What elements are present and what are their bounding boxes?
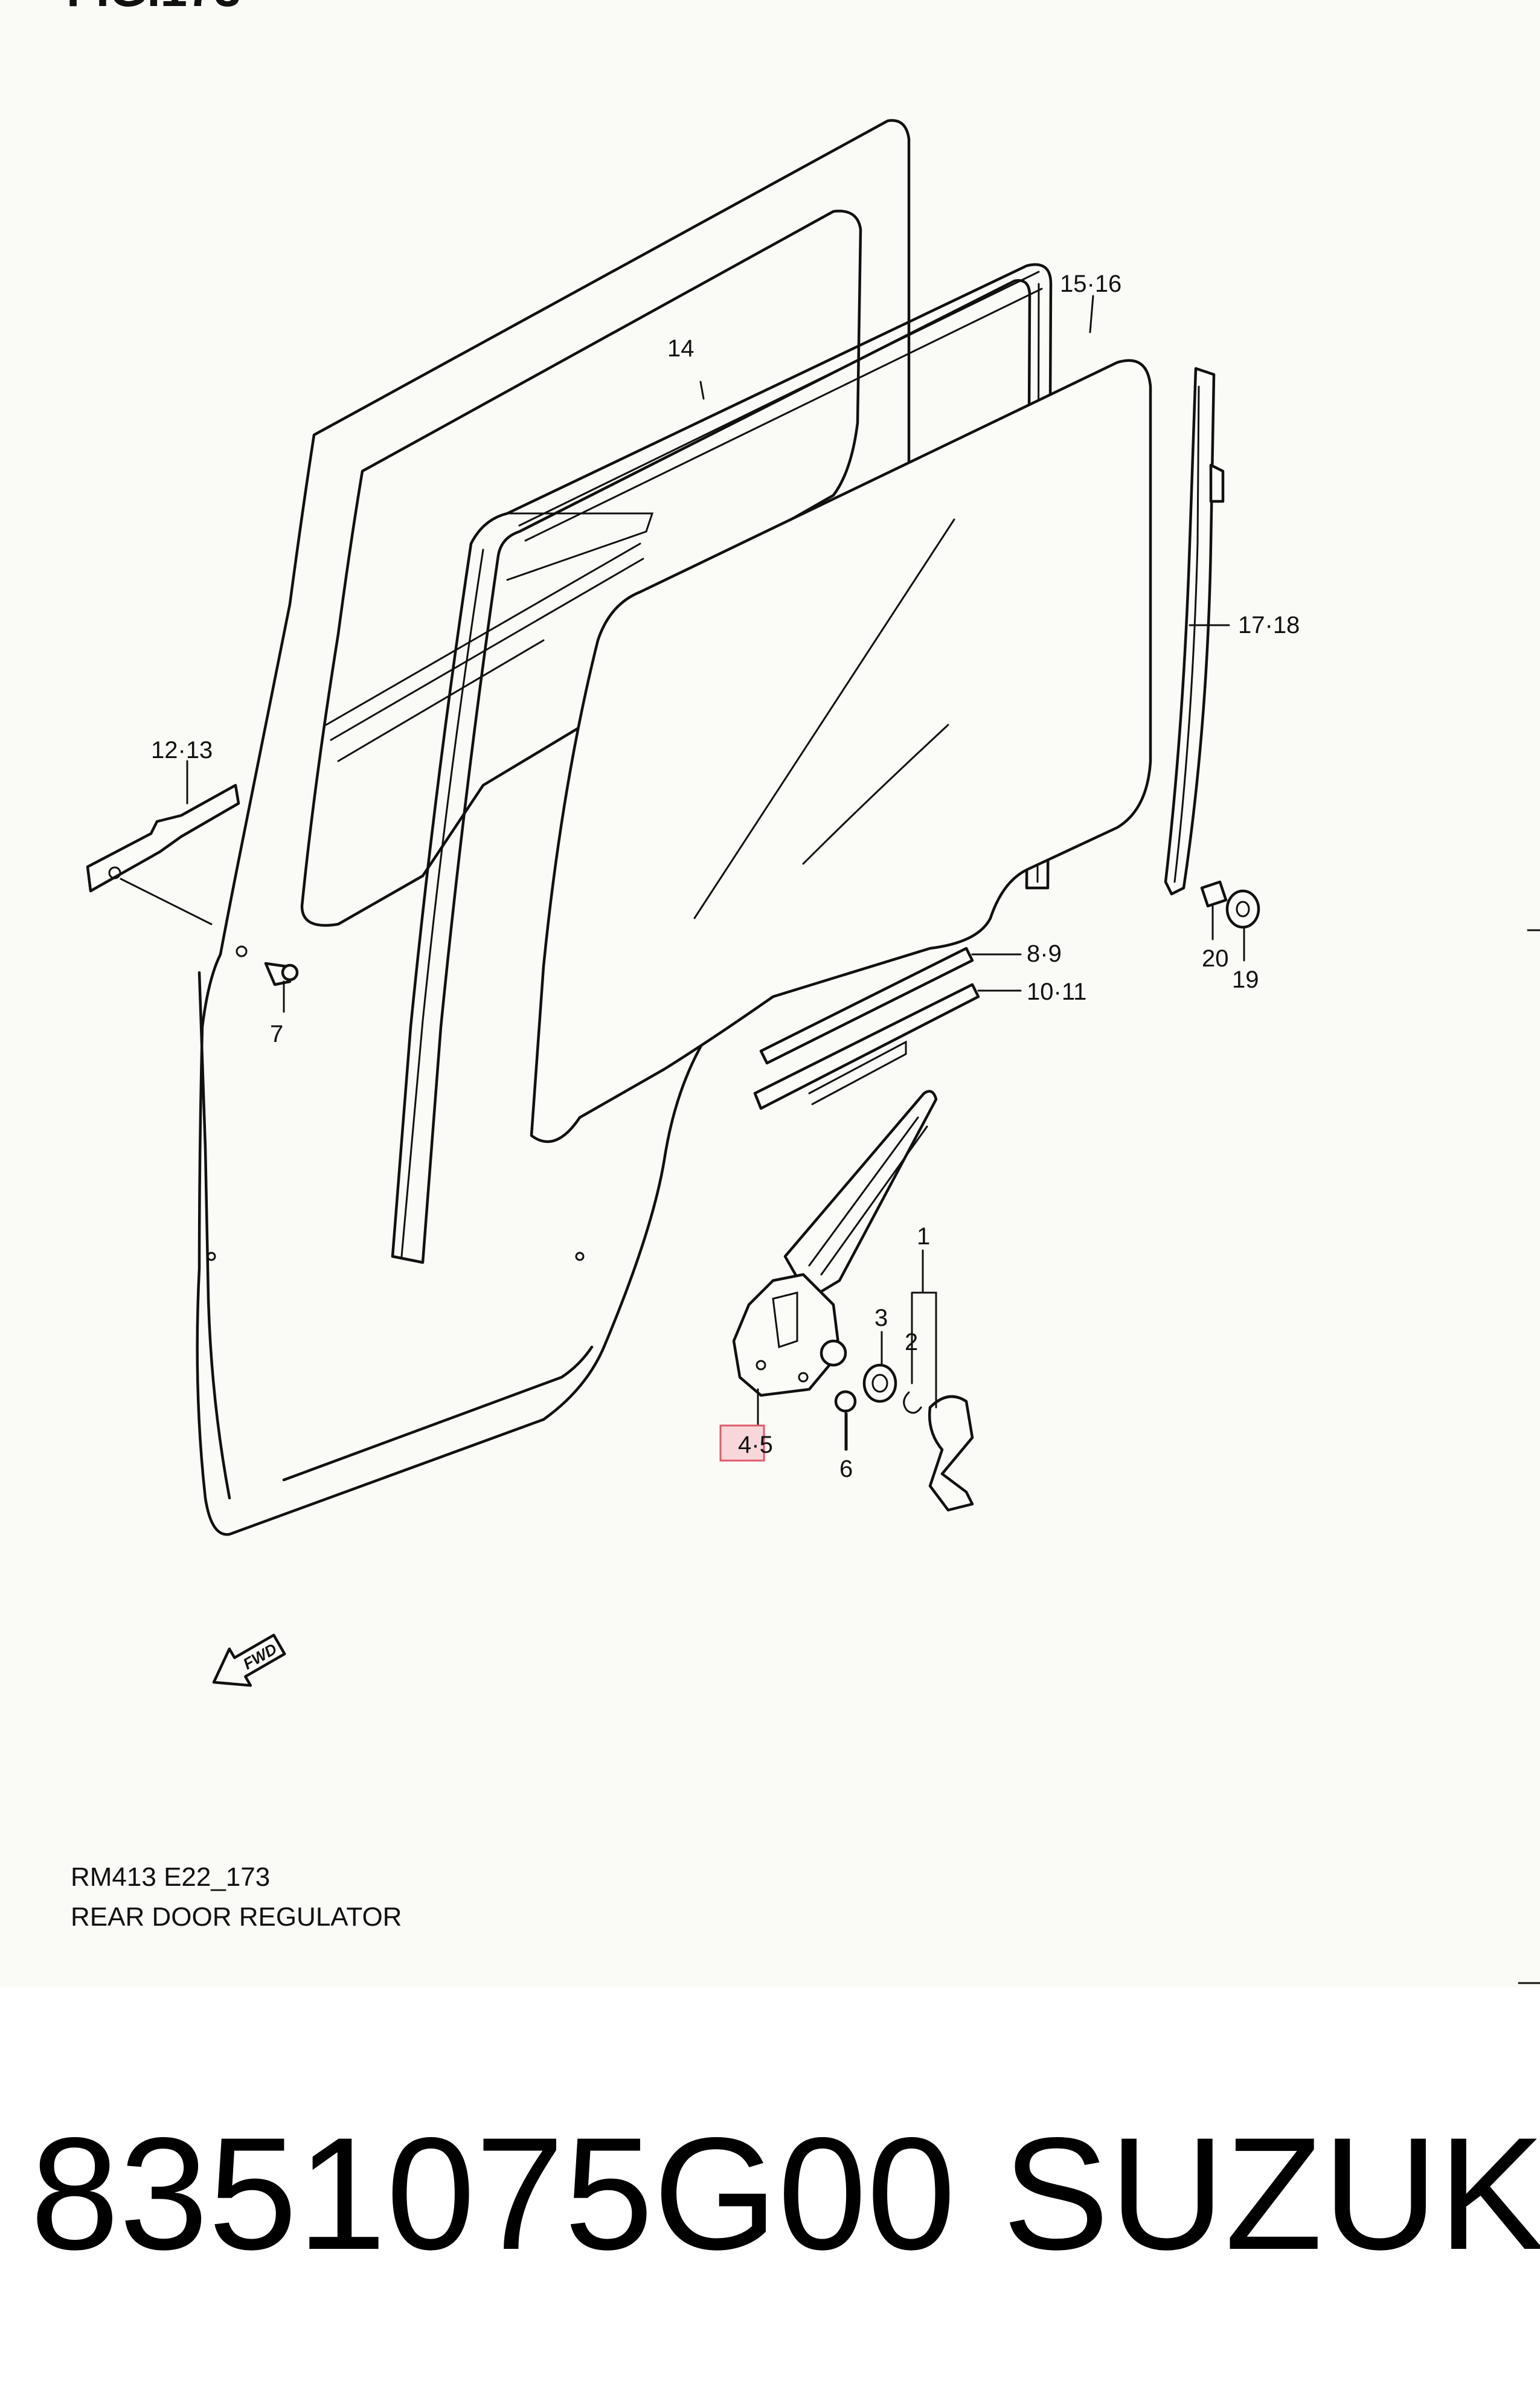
bolt-20 [1200,880,1228,908]
callout-14[interactable]: 7 [270,1021,283,1047]
belt-molding [86,783,240,925]
figure-header: FIG.173 [66,0,241,16]
callout-20[interactable]: 20 [1202,945,1229,972]
weatherstrip [518,271,1043,542]
lower-sash-channel [753,947,980,1110]
leader-lines [186,295,1245,1451]
callout-1[interactable]: 1 [917,1223,930,1250]
callout-10-11[interactable]: 14 [667,335,695,362]
callout-15-16[interactable]: 15·16 [1060,271,1121,297]
callout-3[interactable]: 3 [874,1305,888,1331]
washer-19 [1225,889,1260,929]
bolt-6 [834,1390,857,1451]
callout-12-13[interactable]: 12·13 [151,737,213,764]
figure-title: REAR DOOR REGULATOR [71,1902,402,1932]
rear-guide-channel [1164,367,1225,896]
callout-17-18[interactable]: 17·18 [1238,612,1300,638]
clip-2 [903,1391,922,1414]
parts-diagram: FIG.173 [66,0,1540,1984]
callout-7[interactable]: 8·9 [1027,940,1062,967]
screw-14 [264,962,299,986]
washer-3 [862,1363,897,1403]
callout-6[interactable]: 6 [839,1456,853,1482]
highlight-box [719,1424,765,1462]
callout-8-9[interactable]: 10·11 [1027,979,1086,1005]
callout-19[interactable]: 19 [1232,966,1259,993]
callout-2[interactable]: 2 [905,1329,918,1355]
callout-4-5[interactable]: 4·5 [738,1432,773,1458]
door-glass [530,359,1152,1143]
fwd-arrow-icon: FWD [212,1633,286,1687]
regulator-handle [928,1395,974,1512]
brand-name: SUZUKI [1003,2104,1540,2283]
window-regulator [732,1090,938,1397]
part-number: 8351075G00 [30,2104,956,2283]
figure-code: RM413 E22_173 [71,1862,270,1892]
parts-diagram-panel: FIG.173 [66,0,1540,1984]
